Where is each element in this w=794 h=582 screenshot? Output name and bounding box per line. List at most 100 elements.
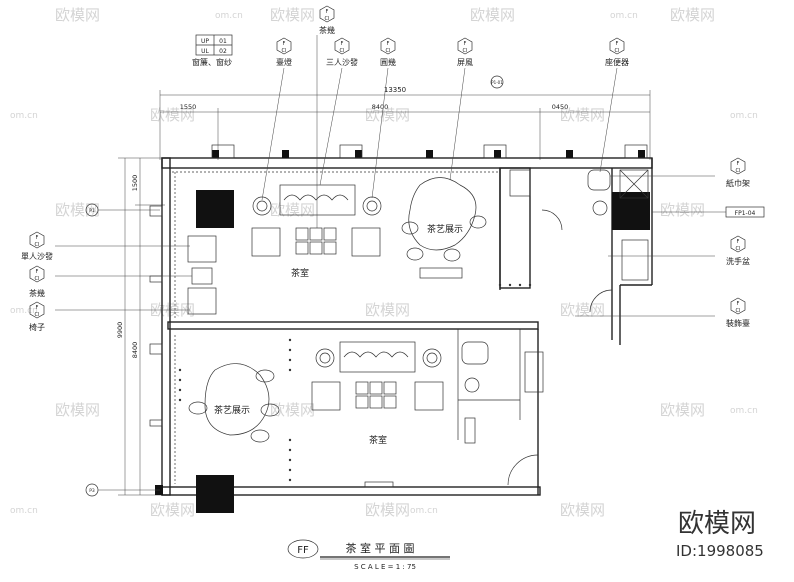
corner-watermark: 欧模网 ID:1998085 — [676, 509, 764, 560]
callout-tag: F Cl — [334, 37, 350, 55]
left-dimensions: 9900 1500 8400 — [116, 157, 165, 496]
callout-tag: F Cl — [276, 37, 292, 55]
watermark-layer: 欧模网 欧模网 欧模网 欧模网 欧模网 欧模网 欧模网 欧模网 欧模网 欧模网 … — [10, 6, 758, 519]
dotted-decor — [178, 338, 292, 482]
dim-total: 13350 — [384, 86, 406, 94]
watermark-brand: 欧模网 — [270, 201, 315, 219]
dim-left: 1550 — [180, 103, 197, 111]
watermark-site: om.cn — [610, 11, 638, 21]
dim-height-total: 9900 — [116, 322, 124, 339]
watermark-brand: 欧模网 — [560, 301, 605, 319]
round-side-table — [252, 196, 272, 216]
watermark-site: om.cn — [10, 111, 38, 121]
callout-label: 圓幾 — [380, 57, 396, 67]
svg-text:Cl: Cl — [386, 48, 391, 54]
door-swing — [589, 289, 613, 313]
lamp — [256, 200, 268, 212]
window-side — [149, 205, 163, 217]
toilet — [461, 341, 489, 365]
column-lower-left — [196, 475, 234, 513]
wall-pier — [566, 150, 573, 158]
stool — [188, 401, 208, 415]
three-seat-sofa — [279, 184, 356, 216]
side-bench — [464, 417, 476, 444]
axis-tag: P1 — [85, 203, 160, 217]
svg-text:F: F — [737, 239, 740, 245]
dim-h1: 1500 — [131, 175, 139, 192]
stool — [469, 215, 487, 229]
watermark-brand: 欧模网 — [660, 201, 705, 219]
svg-text:Cl: Cl — [35, 242, 40, 248]
window-side — [149, 343, 163, 355]
svg-text:F: F — [616, 41, 619, 47]
sofa-cushions — [343, 351, 409, 358]
callout-tag: F Cl — [730, 235, 746, 253]
legend-code: UL — [201, 48, 209, 55]
tea-art-display-table — [204, 363, 270, 436]
small-tea-table — [191, 267, 213, 285]
svg-text:Cl: Cl — [463, 48, 468, 54]
svg-text:Cl: Cl — [35, 312, 40, 318]
legend-code: UP — [201, 38, 209, 45]
curtain-lines — [172, 171, 498, 484]
wall-pier — [355, 150, 362, 158]
dim-right: 0450 — [552, 103, 569, 111]
callout-label: 屏風 — [457, 58, 473, 67]
window — [624, 144, 648, 159]
svg-text:F: F — [737, 301, 740, 307]
callouts-top: UP UL 01 02 窗簾、窗纱 F Cl 臺燈 F Cl 茶幾 F Cl 三… — [192, 5, 629, 228]
callout-tag: F Cl — [730, 157, 746, 175]
drawing-scale: S C A L E = 1 : 75 — [354, 563, 416, 571]
wall-top — [161, 157, 653, 169]
wash-basin — [592, 200, 608, 216]
stool — [443, 248, 461, 262]
callouts-left: F Cl 單人沙發 F Cl 茶幾 F Cl 椅子 P1 P3 — [21, 203, 192, 497]
callout-label: 椅子 — [29, 322, 45, 332]
svg-text:F: F — [283, 41, 286, 47]
corner-brand: 欧模网 — [678, 509, 756, 539]
coffee-table-grid — [355, 381, 397, 409]
armchair — [251, 227, 281, 257]
legend-code: 02 — [219, 48, 227, 55]
door-sill — [364, 481, 394, 488]
axis-tag: P3 — [85, 483, 160, 497]
single-sofa — [187, 287, 217, 315]
window-side — [149, 275, 163, 283]
callout-label: 臺燈 — [276, 57, 292, 67]
svg-text:Cl: Cl — [736, 168, 741, 174]
callout-tag: F Cl — [609, 37, 625, 55]
stool — [255, 369, 275, 383]
lamp — [319, 352, 331, 364]
svg-text:FP1-04: FP1-04 — [735, 210, 756, 217]
svg-text:P1: P1 — [89, 208, 95, 214]
svg-text:Cl: Cl — [340, 48, 345, 54]
room-label: 茶室 — [369, 434, 387, 446]
tea-art-display-table — [408, 177, 477, 251]
round-side-table — [315, 348, 335, 368]
round-side-table — [422, 348, 442, 368]
dim-h2: 8400 — [131, 342, 139, 359]
svg-text:F: F — [464, 41, 467, 47]
wall-pier — [494, 150, 501, 158]
decorative-counter — [621, 239, 649, 281]
watermark-brand: 欧模网 — [560, 106, 605, 124]
callout-label: 茶幾 — [319, 25, 335, 35]
watermark-site: om.cn — [215, 11, 243, 21]
armchair — [311, 381, 341, 411]
single-sofa — [187, 235, 217, 263]
window — [339, 144, 363, 159]
svg-text:Cl: Cl — [282, 48, 287, 54]
stool — [401, 221, 419, 235]
watermark-brand: 欧模网 — [150, 106, 195, 124]
shaft-x — [619, 169, 649, 199]
watermark-brand: 欧模网 — [365, 301, 410, 319]
armchair — [351, 227, 381, 257]
screen-partition — [499, 167, 531, 289]
watermark-brand: 欧模网 — [660, 401, 705, 419]
wall-middle — [167, 321, 539, 330]
callouts-right: F Cl 紙巾架 F Cl 洗手盆 F Cl 裝飾臺 FP1-04 P1-01 — [490, 75, 765, 328]
room-label: 茶艺展示 — [214, 404, 250, 416]
round-side-table — [362, 196, 382, 216]
coffee-table-grid — [295, 227, 337, 255]
callout-tag: F Cl — [29, 231, 45, 249]
